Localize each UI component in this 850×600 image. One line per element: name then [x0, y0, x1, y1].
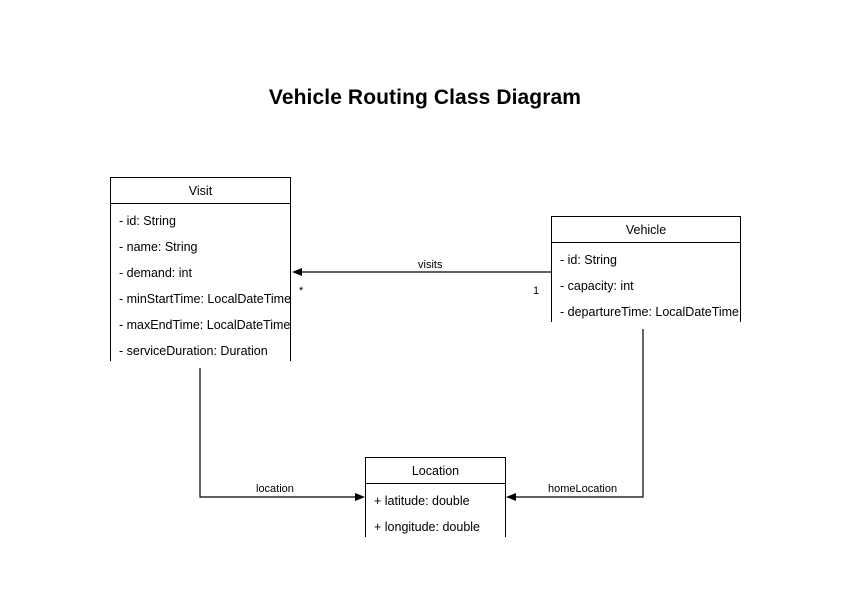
multiplicity-visits-target: * [299, 285, 304, 297]
class-attribute: - capacity: int [560, 279, 634, 293]
class-attribute: - id: String [560, 253, 617, 267]
class-box-visit[interactable]: Visit - id: String - name: String - dema… [110, 177, 291, 368]
multiplicity-visits-source: 1 [533, 285, 540, 297]
association-location [199, 361, 365, 501]
class-box-vehicle[interactable]: Vehicle - id: String - capacity: int - d… [551, 216, 741, 329]
class-attribute: - name: String [119, 240, 198, 254]
class-attribute: - id: String [119, 214, 176, 228]
class-attributes-visit: - id: String - name: String - demand: in… [111, 204, 290, 368]
association-label-location: location [253, 483, 297, 495]
page-title: Vehicle Routing Class Diagram [268, 86, 582, 109]
class-attribute: - demand: int [119, 266, 192, 280]
class-attributes-location: + latitude: double + longitude: double [366, 484, 505, 544]
class-name-location: Location [366, 458, 505, 484]
association-visits [292, 268, 551, 276]
class-box-location[interactable]: Location + latitude: double + longitude:… [365, 457, 506, 544]
class-attribute: - departureTime: LocalDateTime [560, 305, 740, 319]
class-attribute: + longitude: double [374, 520, 480, 534]
class-attribute: + latitude: double [374, 494, 470, 508]
class-attribute: - serviceDuration: Duration [119, 344, 268, 358]
association-label-visits: visits [415, 259, 446, 271]
association-label-homelocation: homeLocation [545, 483, 621, 495]
class-name-vehicle: Vehicle [552, 217, 740, 243]
class-attribute: - maxEndTime: LocalDateTime [119, 318, 290, 332]
class-name-visit: Visit [111, 178, 290, 204]
association-homelocation [506, 322, 644, 501]
class-attribute: - minStartTime: LocalDateTime [119, 292, 290, 306]
class-attributes-vehicle: - id: String - capacity: int - departure… [552, 243, 740, 329]
